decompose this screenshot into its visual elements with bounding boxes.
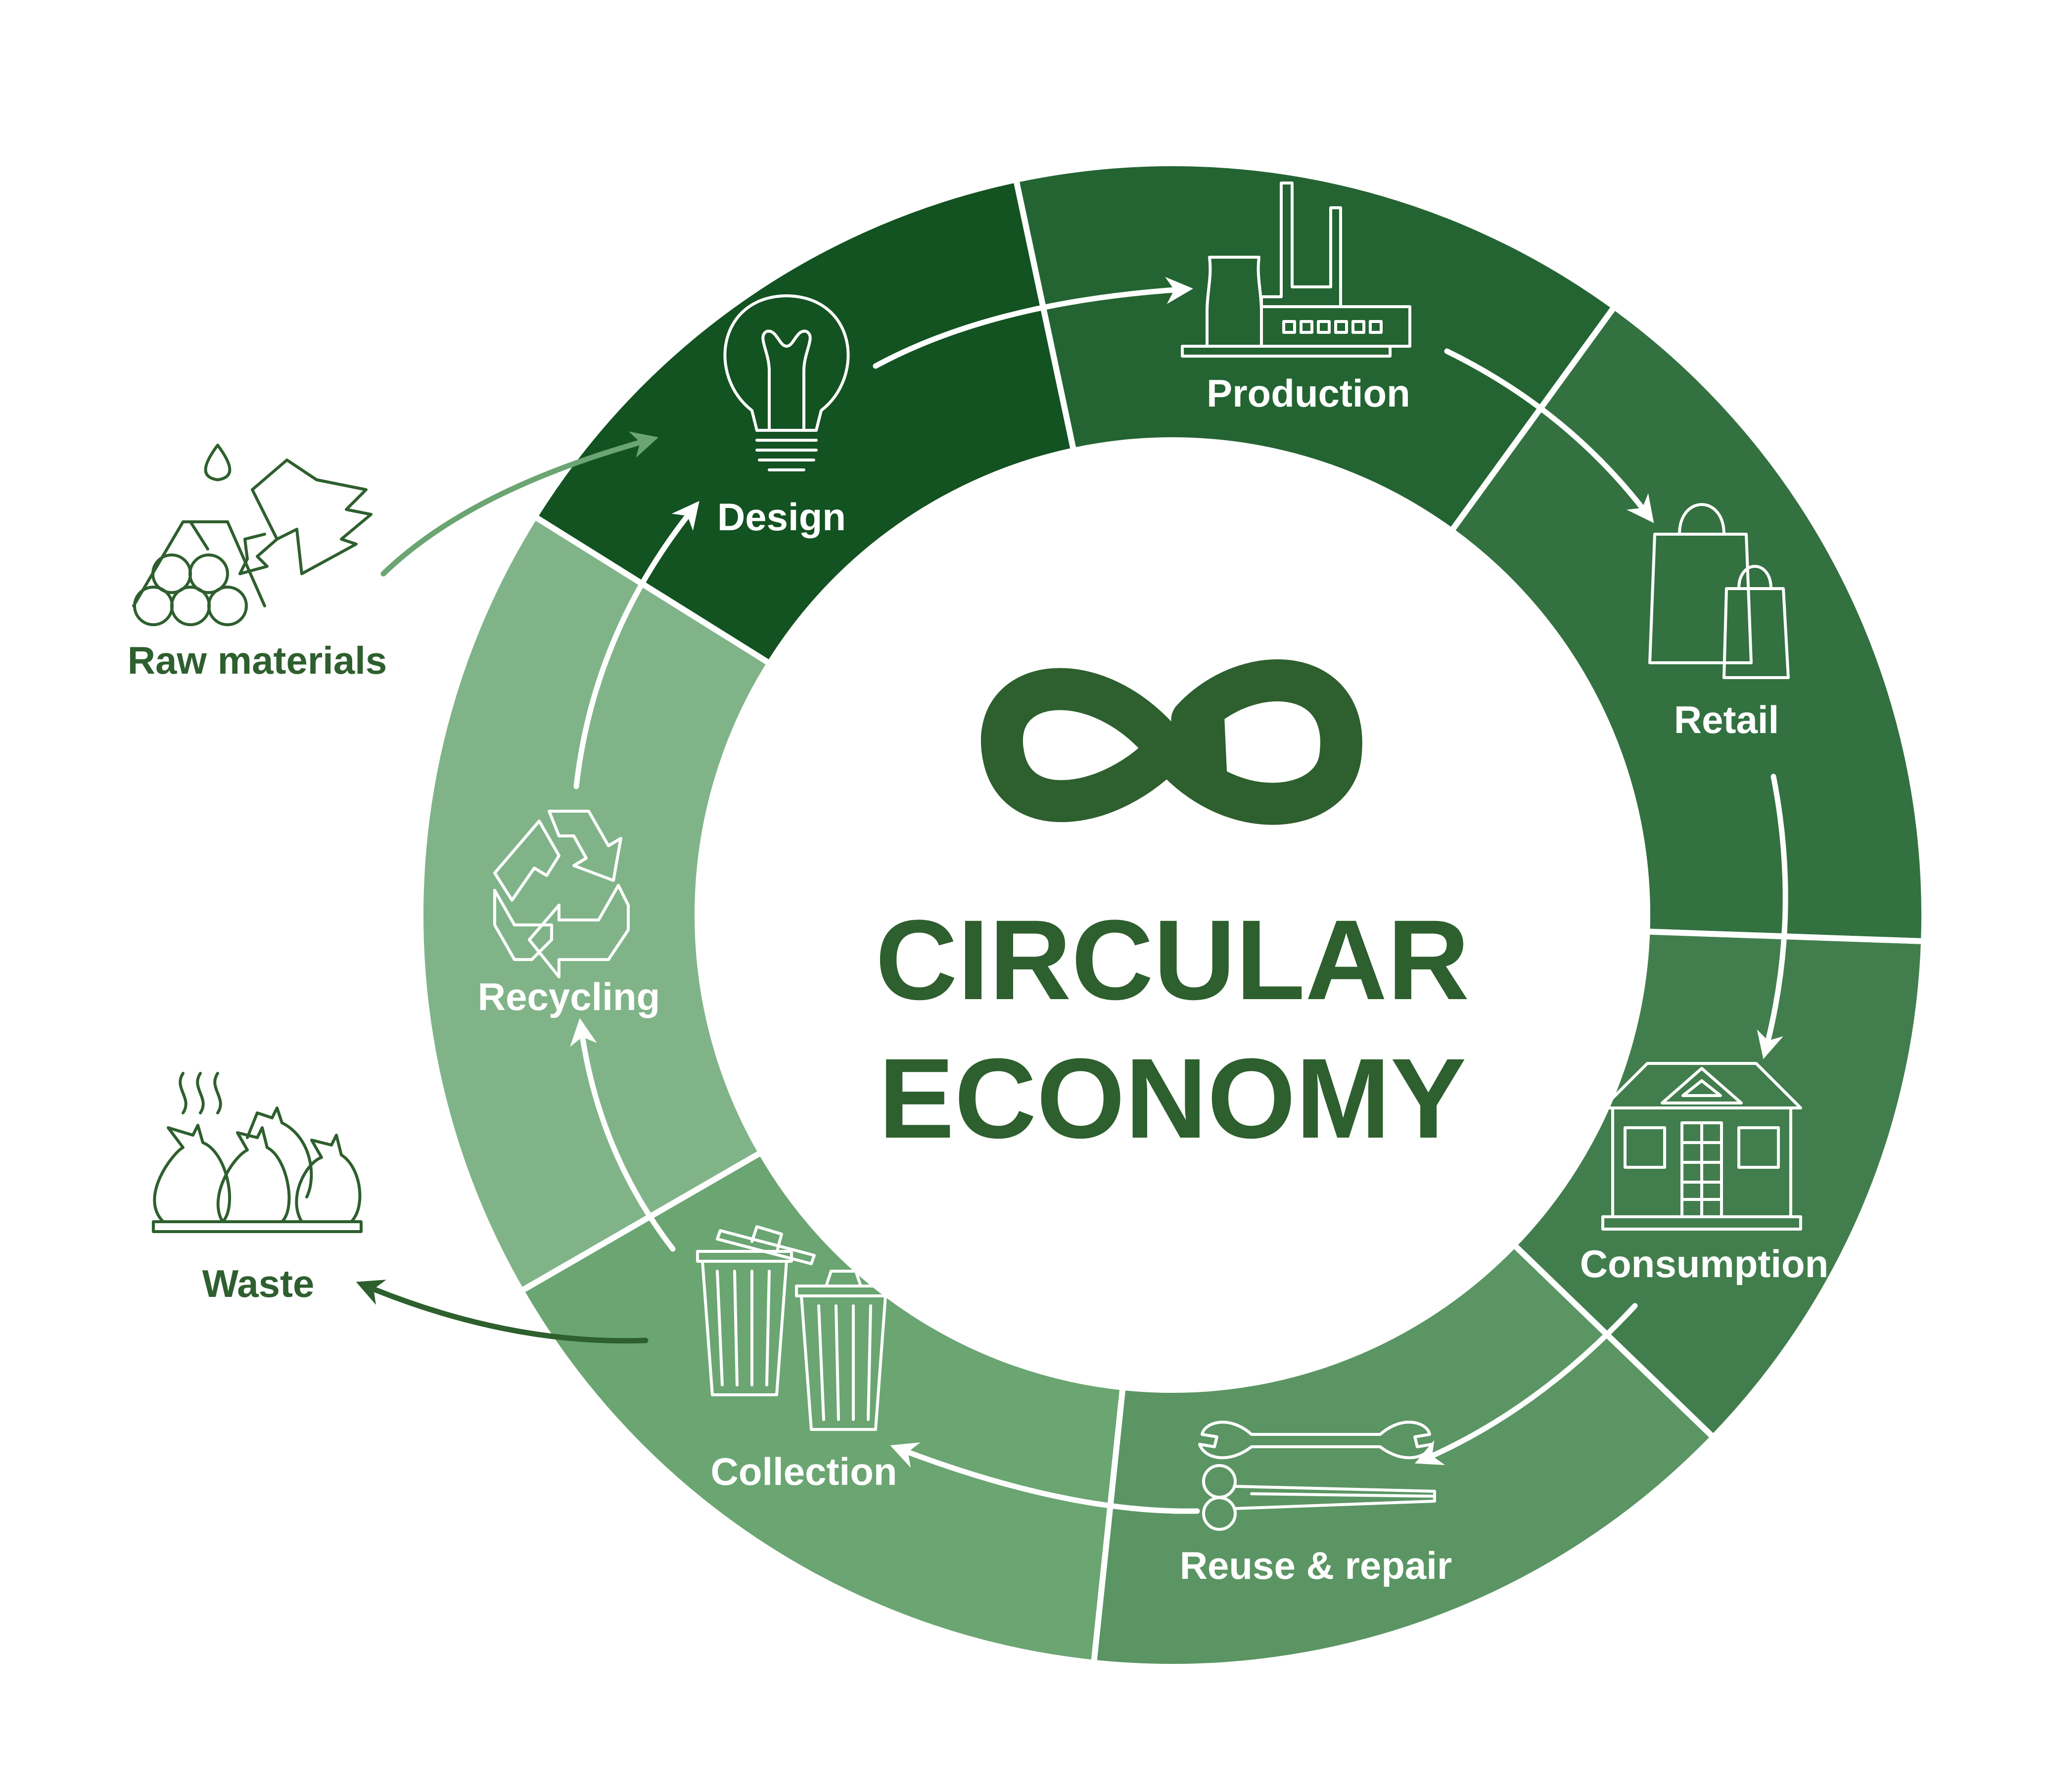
ring-segment-recycling [418,512,774,1295]
factory-icon [1181,182,1411,358]
arrow-reuse-to-collection [890,1442,1200,1514]
arrow-design-to-production [873,276,1193,369]
ring-segment-consumption [1510,928,1927,1442]
arrow-collection-to-recycling [570,1018,676,1252]
arrow-production-to-retail [1444,348,1654,523]
flow-arrows [570,276,1788,1514]
label-raw-materials: Raw materials [128,639,387,682]
arrow-collection-to-waste [356,1280,649,1344]
arrow-consumption-to-reuse [1414,1303,1638,1466]
house-icon [1601,1062,1802,1231]
label-recycling: Recycling [478,975,660,1018]
arrow-recycling-to-design [573,501,699,789]
shopping-bags-icon [1648,503,1790,679]
infinity-recycle-icon [980,659,1362,825]
ring-segment-retail [1447,302,1927,945]
arrow-raw-materials-to-design [380,431,659,577]
arrow-retail-to-consumption [1757,774,1788,1059]
garbage-bags-icon [152,1072,363,1233]
stage-labels: Design Production Retail Consumption Reu… [128,371,1829,1587]
label-consumption: Consumption [1580,1242,1829,1286]
tools-icon [1198,1421,1436,1531]
title-line-1: CIRCULAR [876,896,1470,1023]
label-retail: Retail [1674,698,1779,741]
recycle-icon [493,810,630,978]
trash-bins-icon [696,1225,892,1431]
title-line-2: ECONOMY [879,1035,1466,1162]
label-waste: Waste [202,1262,315,1305]
raw-materials-icon [132,444,372,626]
label-reuse-repair: Reuse & repair [1180,1544,1452,1587]
label-collection: Collection [710,1450,897,1493]
lightbulb-icon [723,294,850,471]
label-production: Production [1207,371,1410,415]
label-design: Design [717,495,846,539]
